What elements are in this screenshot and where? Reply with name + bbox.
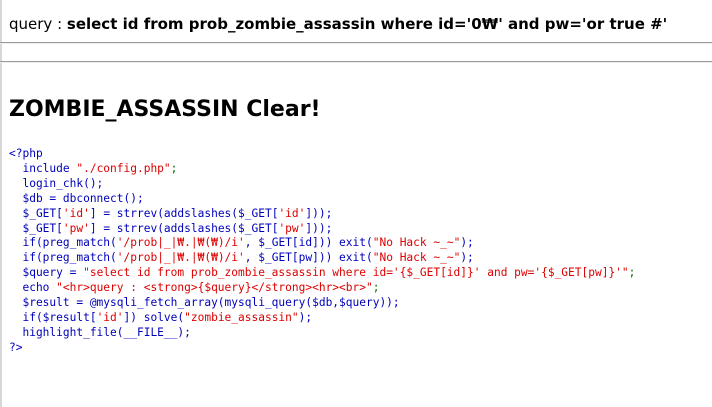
divider-bottom — [0, 61, 712, 63]
code-line-query: $query = "select id from prob_zombie_ass… — [9, 266, 636, 280]
code-line-preg-pw: if(preg_match('/prob|_|₩.|₩(₩)/i', $_GET… — [9, 251, 474, 265]
code-line-result: $result = @mysqli_fetch_array(mysqli_que… — [9, 296, 400, 310]
code-line-get-pw: $_GET['pw'] = strrev(addslashes($_GET['p… — [9, 221, 333, 235]
code-line-solve: if($result['id']) solve("zombie_assassin… — [9, 310, 313, 324]
code-line-highlight: highlight_file(__FILE__); — [9, 325, 191, 339]
query-line: query : select id from prob_zombie_assas… — [9, 15, 667, 33]
query-sql: select id from prob_zombie_assassin wher… — [66, 15, 668, 33]
code-line-php-open: <?php — [9, 147, 43, 160]
code-line-preg-id: if(preg_match('/prob|_|₩.|₩(₩)/i', $_GET… — [9, 236, 474, 250]
code-line-dbconnect: $db = dbconnect(); — [9, 191, 144, 205]
query-label: query : — [9, 15, 67, 33]
source-code: <?php include "./config.php"; login_chk(… — [9, 147, 635, 356]
clear-message: ZOMBIE_ASSASSIN Clear! — [9, 97, 321, 122]
code-line-echo: echo "<hr>query : <strong>{$query}</stro… — [9, 281, 380, 295]
code-line-php-close: ?> — [9, 340, 23, 354]
code-line-get-id: $_GET['id'] = strrev(addslashes($_GET['i… — [9, 206, 333, 220]
divider-top — [0, 42, 712, 44]
code-line-login: login_chk(); — [9, 176, 104, 190]
code-line-include: include "./config.php"; — [9, 161, 178, 175]
window-left-border — [0, 0, 2, 407]
